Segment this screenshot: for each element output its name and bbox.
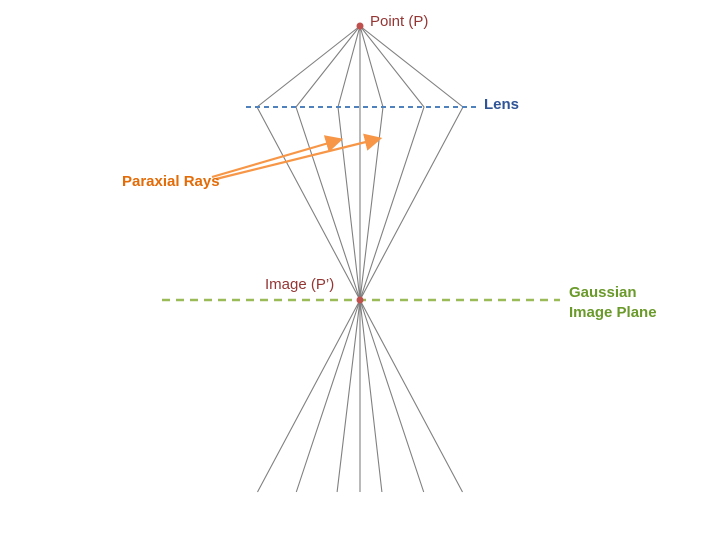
- paraxial-arrow-2: [215, 133, 383, 181]
- image-plane-label-line1: Gaussian: [569, 284, 637, 301]
- image-plane-label-line2: Image Plane: [569, 304, 657, 321]
- lens-label: Lens: [484, 96, 520, 113]
- ray-5: [336, 25, 384, 493]
- ray-group: [256, 25, 464, 493]
- ray-3: [337, 25, 383, 493]
- point-p-marker: [356, 22, 364, 30]
- ray-6: [295, 25, 425, 493]
- image-p-prime-label: Image (P’): [265, 276, 335, 293]
- point-p-label: Point (P): [370, 13, 429, 30]
- ray-2: [295, 25, 425, 493]
- ray-1: [256, 25, 463, 493]
- ray-7: [257, 25, 464, 493]
- paraxial-arrow-1: [211, 135, 344, 179]
- image-p-prime-marker: [356, 296, 364, 304]
- paraxial-rays-label: Paraxial Rays: [122, 173, 220, 190]
